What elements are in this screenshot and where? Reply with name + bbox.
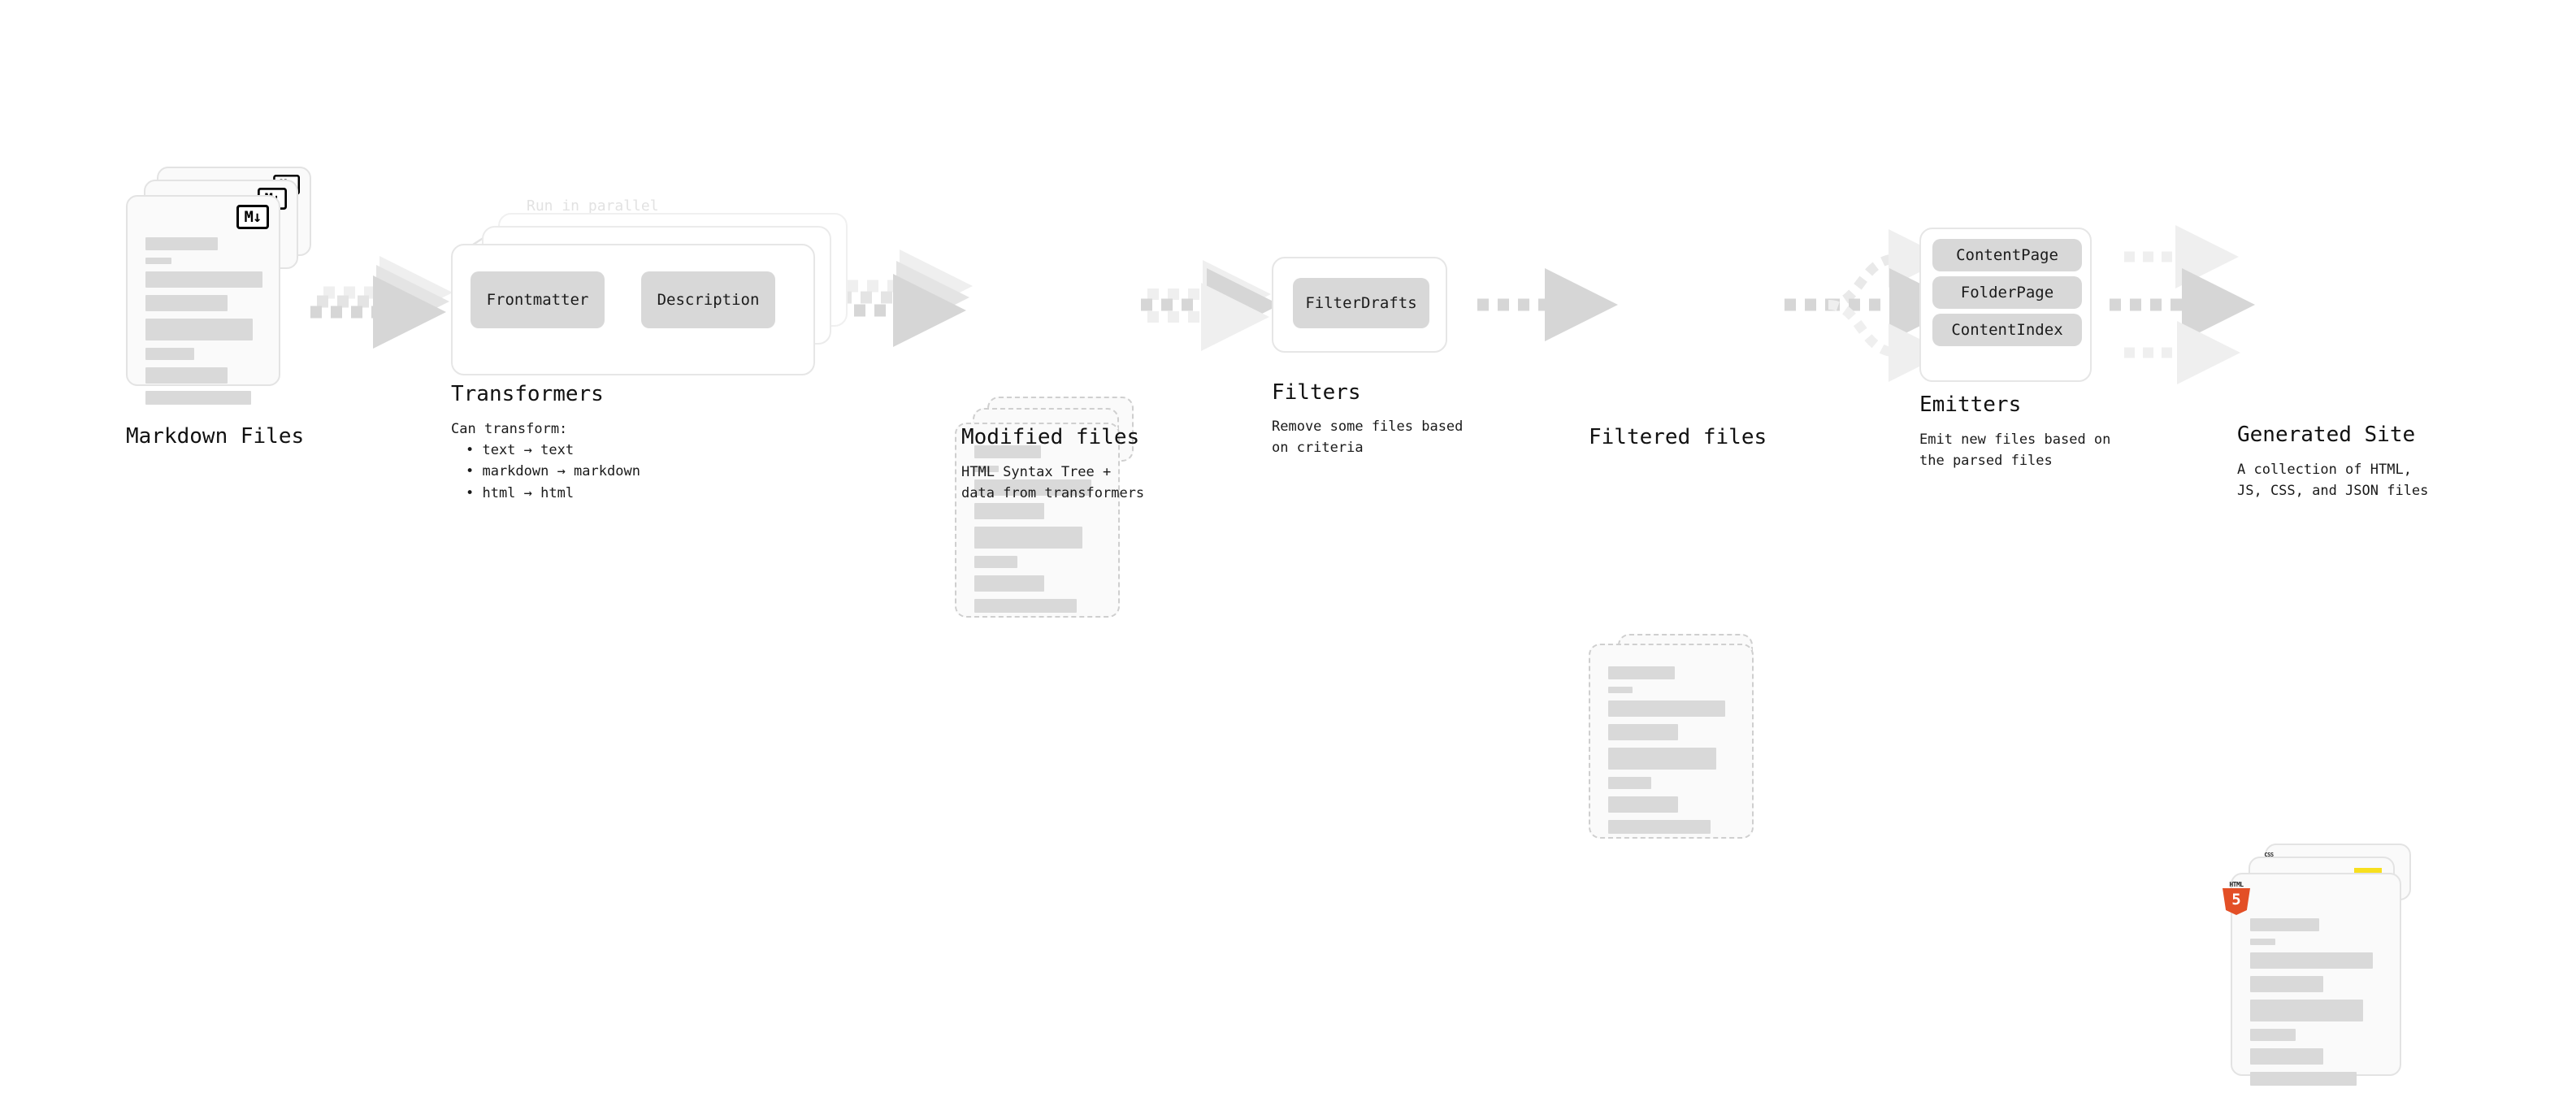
- emitters-caption: Emitters: [1919, 393, 2022, 417]
- filters-caption: Filters: [1272, 380, 1361, 405]
- html5-badge-digit: 5: [2223, 888, 2250, 915]
- pill-contentindex[interactable]: ContentIndex: [1932, 314, 2082, 346]
- pill-filterdrafts-label: FilterDrafts: [1305, 294, 1417, 312]
- filtered-files-caption: Filtered files: [1589, 425, 1767, 449]
- generated-site-description: A collection of HTML, JS, CSS, and JSON …: [2237, 462, 2429, 500]
- pill-frontmatter-label: Frontmatter: [486, 291, 589, 309]
- filters-group: FilterDrafts: [1272, 257, 1475, 353]
- site-doc-html: HTML 5: [2223, 873, 2401, 1086]
- markdown-icon: M↓: [236, 205, 269, 229]
- arrow-modified-to-filters: [1141, 260, 1280, 351]
- pill-description[interactable]: Description: [641, 271, 775, 328]
- pill-contentindex-label: ContentIndex: [1951, 321, 2063, 339]
- filters-description: Remove some files based on criteria: [1272, 419, 1464, 457]
- modified-files-caption: Modified files: [961, 425, 1140, 449]
- pill-filterdrafts[interactable]: FilterDrafts: [1293, 278, 1429, 328]
- transformers-description-heading: Can transform:: [451, 421, 568, 437]
- markdown-doc-content: [145, 237, 262, 412]
- transformers-capability-list: • text → text • markdown → markdown • ht…: [466, 440, 640, 504]
- emitters-group: ContentPage FolderPage ContentIndex: [1919, 228, 2106, 382]
- transformer-card-front[interactable]: Frontmatter Description: [451, 244, 815, 375]
- transformers-caption: Transformers: [451, 382, 604, 406]
- capability-item: • html → html: [466, 484, 575, 501]
- pill-description-label: Description: [657, 291, 760, 309]
- pill-folderpage[interactable]: FolderPage: [1932, 276, 2082, 309]
- html5-badge-label: HTML: [2229, 881, 2244, 888]
- markdown-files-caption: Markdown Files: [126, 424, 305, 449]
- markdown-doc-front: M↓: [126, 195, 280, 405]
- modified-files-stack: [955, 397, 1142, 632]
- markdown-files-stack: M↓ M↓ M↓: [126, 167, 337, 405]
- run-in-parallel-label: Run in parallel: [527, 197, 659, 215]
- generated-site-caption: Generated Site: [2237, 423, 2416, 447]
- modified-files-description: HTML Syntax Tree + data from transformer…: [961, 464, 1145, 502]
- pill-frontmatter[interactable]: Frontmatter: [471, 271, 605, 328]
- pill-contentpage[interactable]: ContentPage: [1932, 239, 2082, 271]
- pill-contentpage-label: ContentPage: [1956, 246, 2058, 264]
- site-doc-content: [2250, 918, 2383, 1093]
- html5-badge-icon: HTML 5: [2223, 881, 2250, 915]
- capability-item: • markdown → markdown: [466, 463, 640, 480]
- transformers-group: Frontmatter Description: [451, 213, 857, 375]
- filtered-doc-front: [1589, 644, 1754, 839]
- filtered-doc-content: [1608, 666, 1736, 841]
- pill-folderpage-label: FolderPage: [1960, 284, 2054, 301]
- capability-item: • text → text: [466, 442, 575, 458]
- generated-site-stack: CSS HTML 5: [2223, 844, 2442, 1087]
- emitters-card[interactable]: ContentPage FolderPage ContentIndex: [1919, 228, 2092, 382]
- modified-doc-front: [955, 423, 1120, 618]
- modified-doc-content: [974, 445, 1102, 620]
- emitters-description: Emit new files based on the parsed files: [1919, 432, 2111, 470]
- filters-card[interactable]: FilterDrafts: [1272, 257, 1447, 353]
- filtered-files-stack: [1589, 634, 1776, 870]
- pipeline-diagram: M↓ M↓ M↓ Markdown Files Run in parallel: [126, 167, 2429, 1086]
- arrow-filtered-to-emitters: [1785, 229, 1962, 382]
- arrow-emitters-to-site: [2110, 225, 2255, 384]
